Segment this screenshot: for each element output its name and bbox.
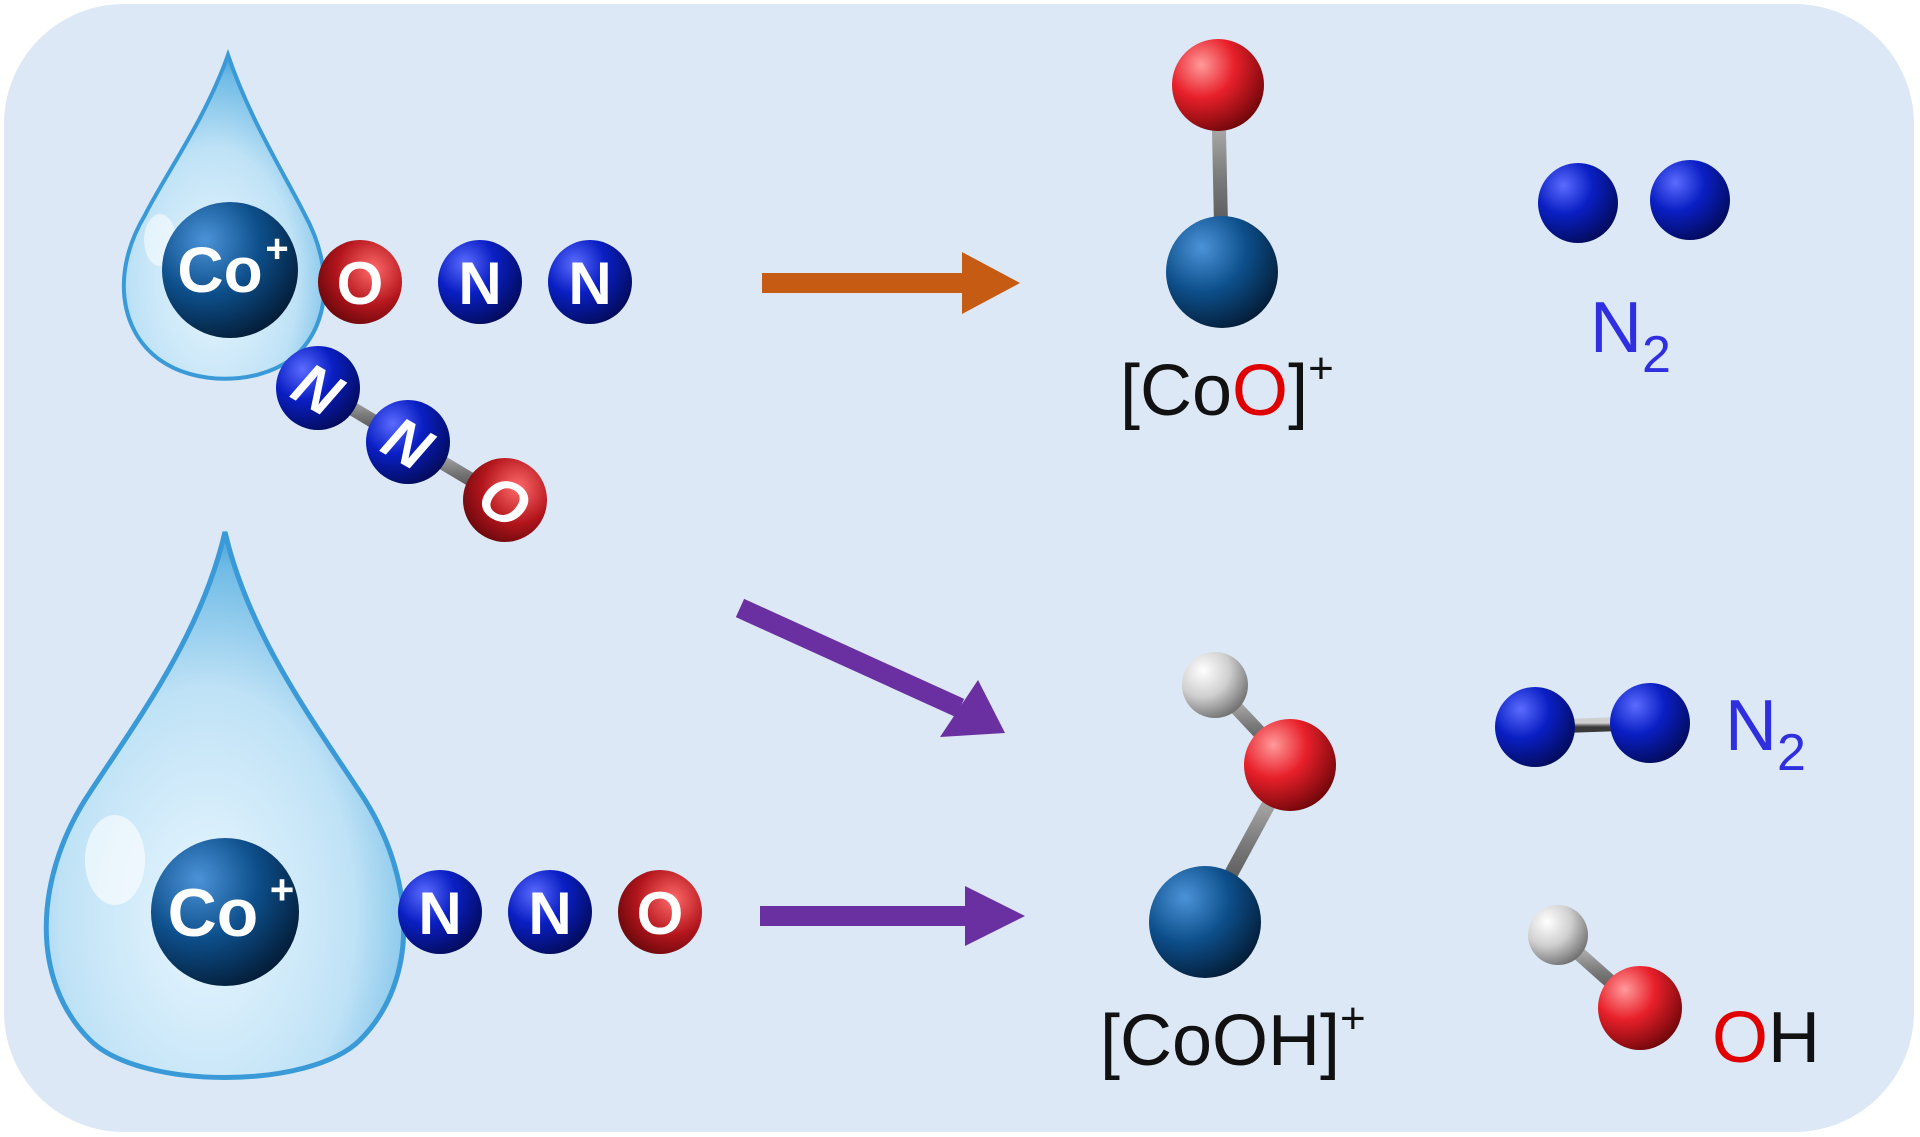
cooh-hydrogen-atom xyxy=(1182,652,1248,718)
cooh-label: [CoOH]+ xyxy=(1100,994,1366,1081)
bottom-cobalt-charge: + xyxy=(270,866,295,913)
top-cobalt-symbol: Co xyxy=(177,234,262,306)
bottom-ligand-symbol-1: N xyxy=(528,880,571,947)
purple-arrow-diagonal xyxy=(735,598,1005,737)
cooh-oxygen-atom xyxy=(1244,719,1336,811)
n2-bottom-molecule xyxy=(1495,683,1690,767)
ligand1-atom-2 xyxy=(548,240,632,324)
oh-molecule xyxy=(1528,905,1682,1050)
ligand2-atom-1 xyxy=(366,400,450,484)
ligand1-symbol-2: N xyxy=(568,250,611,317)
bottom-ligand-symbol-2: O xyxy=(637,880,684,947)
ligand2-atom-0 xyxy=(276,346,360,430)
bottom-reactant-complex: Co + N N O xyxy=(43,531,702,1080)
bottom-ligand-atom-1 xyxy=(508,870,592,954)
bottom-ligand-atom-0 xyxy=(398,870,482,954)
bottom-water-drop xyxy=(43,531,407,1080)
ligand2-atom-2 xyxy=(463,458,547,542)
n2-top-molecule xyxy=(1538,160,1730,243)
oh-oxygen-atom xyxy=(1598,966,1682,1050)
bottom-cobalt-symbol: Co xyxy=(168,875,259,951)
ligand1-symbol-1: N xyxy=(458,250,501,317)
coo-molecule xyxy=(1166,39,1278,328)
cooh-cobalt-atom xyxy=(1149,866,1261,978)
orange-arrow xyxy=(762,252,1020,314)
purple-arrow-horizontal xyxy=(760,886,1025,946)
ligand1-symbol-0: O xyxy=(337,250,384,317)
bottom-ligand-atom-2 xyxy=(618,870,702,954)
top-cobalt-charge: + xyxy=(265,227,288,271)
oh-hydrogen-atom xyxy=(1528,905,1588,965)
cooh-molecule xyxy=(1149,652,1336,978)
ligand1-atom-1 xyxy=(438,240,522,324)
bottom-cobalt-atom xyxy=(151,838,299,986)
ligand1-atom-0 xyxy=(318,240,402,324)
top-reactant-complex: Co + O N N N N O xyxy=(121,48,632,542)
coo-oxygen-atom xyxy=(1172,39,1264,131)
n2-top-label: N2 xyxy=(1590,288,1671,384)
top-cobalt-atom xyxy=(162,202,298,338)
bottom-ligand-symbol-0: N xyxy=(418,880,461,947)
coo-label: [CoO]+ xyxy=(1120,344,1334,431)
n2-bottom-label: N2 xyxy=(1725,686,1806,782)
oh-label: OH xyxy=(1712,998,1820,1078)
coo-cobalt-atom xyxy=(1166,216,1278,328)
